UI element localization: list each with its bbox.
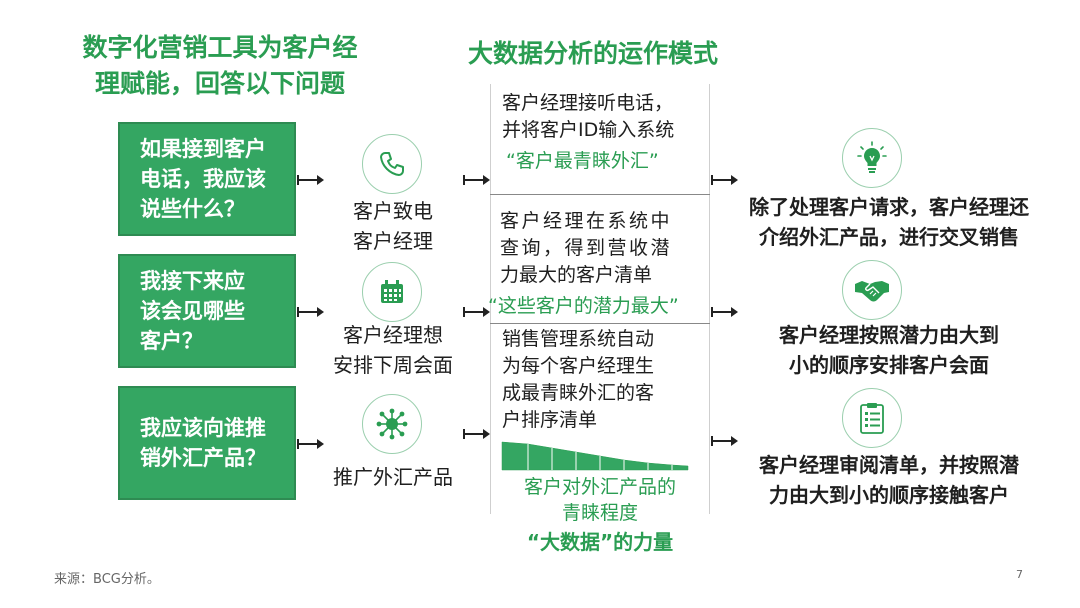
outcome-text-1: 除了处理客户请求，客户经理还 介绍外汇产品，进行交叉销售 bbox=[749, 195, 1029, 249]
question-box-1: 如果接到客户 电话，我应该 说些什么？ bbox=[118, 122, 296, 236]
panel-section-3: 销售管理系统自动 为每个客户经理生 成最青睐外汇的客 户排序清单 bbox=[502, 328, 655, 431]
step-label-2: 客户经理想 安排下周会面 bbox=[333, 323, 453, 377]
checklist-icon bbox=[842, 388, 902, 448]
outcome-text-3: 客户经理审阅清单，并按照潜 力由大到小的顺序接触客户 bbox=[759, 453, 1019, 507]
outcome-text-2: 客户经理按照潜力由大到 小的顺序安排客户会面 bbox=[779, 323, 999, 377]
arrow-s2 bbox=[463, 307, 490, 317]
source-note: 来源：BCG分析。 bbox=[54, 572, 160, 587]
arrow-q2 bbox=[297, 307, 324, 317]
question-box-3: 我应该向谁推 销外汇产品？ bbox=[118, 386, 296, 500]
panel-divider-2 bbox=[490, 323, 710, 324]
phone-icon bbox=[362, 134, 422, 194]
question-box-2: 我接下来应 该会见哪些 客户？ bbox=[118, 254, 296, 368]
arrow-s3 bbox=[463, 429, 490, 439]
arrow-o2 bbox=[711, 307, 738, 317]
page-number: 7 bbox=[1016, 568, 1023, 581]
handshake-icon bbox=[842, 260, 902, 320]
lightbulb-icon bbox=[842, 128, 902, 188]
middle-title: 大数据分析的运作模式 bbox=[468, 39, 719, 68]
step-label-1: 客户致电 客户经理 bbox=[353, 199, 433, 253]
calendar-icon bbox=[362, 262, 422, 322]
panel-section-1: 客户经理接听电话， 并将客户ID输入系统 “客户最青睐外汇” bbox=[502, 92, 675, 172]
step-label-3: 推广外汇产品 bbox=[333, 465, 453, 489]
network-icon bbox=[362, 394, 422, 454]
preference-mini-chart bbox=[501, 441, 689, 471]
arrow-q3 bbox=[297, 439, 324, 449]
big-data-label: “大数据”的力量 bbox=[526, 530, 674, 554]
mini-chart-caption: 客户对外汇产品的 青睐程度 bbox=[523, 476, 676, 524]
panel-divider-1 bbox=[490, 194, 710, 195]
left-title: 数字化营销工具为客户经 理赋能，回答以下问题 bbox=[82, 33, 358, 98]
arrow-o3 bbox=[711, 436, 738, 446]
analysis-panel bbox=[490, 84, 710, 514]
panel-section-2: 客户经理在系统中 查询，得到营收潜 力最大的客户清单 “这些客户的潜力最大” bbox=[488, 210, 679, 317]
arrow-o1 bbox=[711, 175, 738, 185]
arrow-s1 bbox=[463, 175, 490, 185]
arrow-q1 bbox=[297, 175, 324, 185]
